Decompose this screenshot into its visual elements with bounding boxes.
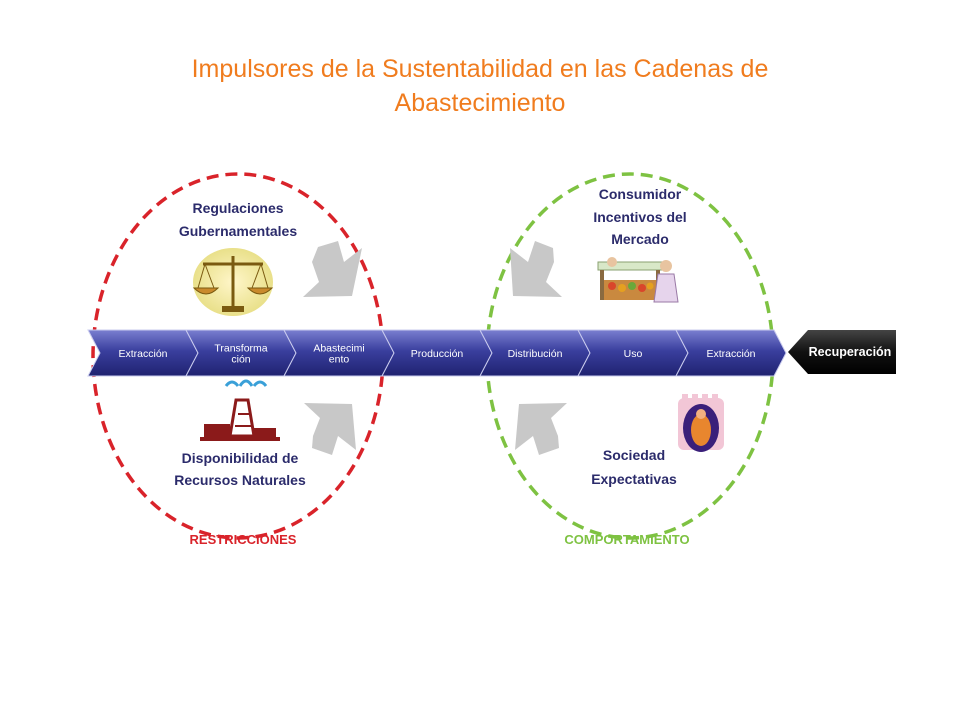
arrow-top-left <box>303 241 362 297</box>
regulations-label-line-2: Gubernamentales <box>179 223 297 239</box>
oil-rig-icon <box>200 379 280 441</box>
recovery-label: Recuperación <box>809 345 892 359</box>
regulations-label-line-1: Regulaciones <box>192 200 283 216</box>
resources-label-line-1: Disponibilidad de <box>182 450 299 466</box>
consumer-label-line-3: Mercado <box>611 231 669 247</box>
page-title: Impulsores de la Sustentabilidad en las … <box>100 52 860 120</box>
chain-step-label: Abastecimi <box>313 343 364 355</box>
society-shield-icon <box>678 394 724 452</box>
society-label-line-2: Expectativas <box>591 471 677 487</box>
chain-step-5: Distribución <box>479 329 591 377</box>
chain-step-label: Distribución <box>508 348 563 360</box>
title-line-1: Impulsores de la Sustentabilidad en las … <box>191 55 769 83</box>
chain-step-6: Uso <box>577 329 689 377</box>
chain-step-label: Producción <box>411 348 464 360</box>
society-label-line-1: Sociedad <box>603 447 665 463</box>
restrictions-caption: RESTRICCIONES <box>190 532 297 547</box>
chain-step-label: Extracción <box>118 348 167 360</box>
chain-step-label: Uso <box>624 348 643 360</box>
chain-step-label: ento <box>329 354 350 366</box>
consumer-label-line-1: Consumidor <box>599 186 682 202</box>
balance-scale-icon <box>192 248 274 316</box>
resources-label-line-2: Recursos Naturales <box>174 472 306 488</box>
title-line-2: Abastecimiento <box>394 89 566 117</box>
chain-step-label: Extracción <box>706 348 755 360</box>
market-stall-icon <box>597 257 679 303</box>
consumer-label-line-2: Incentivos del <box>593 209 686 225</box>
chain-step-label: Transforma <box>214 343 267 355</box>
arrow-bottom-left <box>304 403 356 455</box>
recovery-arrow: Recuperación <box>788 330 896 374</box>
chain-step-7: Extracción <box>675 329 787 377</box>
arrow-bottom-right <box>515 403 567 455</box>
chain-step-label: ción <box>231 354 250 366</box>
arrow-top-right <box>510 241 562 297</box>
chain-step-shape <box>675 329 787 377</box>
chain-step-4: Producción <box>381 329 493 377</box>
chain-step-1: Extracción <box>87 329 199 377</box>
chain-step-3: Abastecimiento <box>283 329 395 377</box>
behavior-caption: COMPORTAMIENTO <box>564 532 689 547</box>
